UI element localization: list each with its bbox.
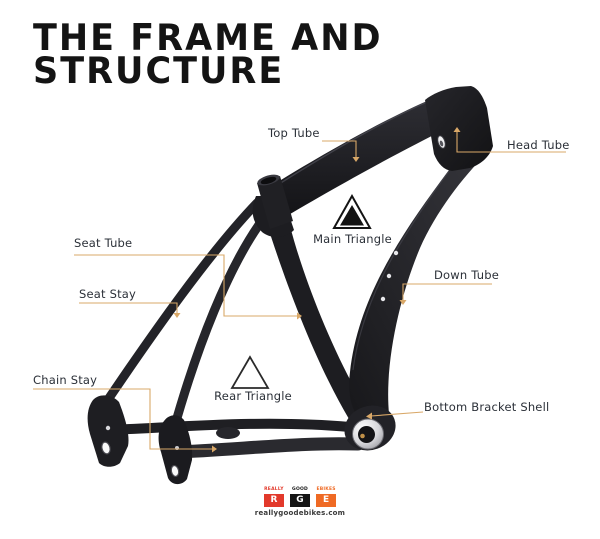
bottle-boss-3	[380, 296, 386, 302]
arrow-down-tube	[399, 300, 407, 305]
arrow-seat-stay	[173, 313, 181, 318]
arrow-top-tube	[352, 157, 360, 162]
bike-frame	[87, 86, 493, 485]
logo-box-e: E	[316, 494, 337, 507]
seat-post-bore	[260, 176, 277, 185]
logo-box-g: G	[290, 494, 310, 507]
seat-tube-shape	[267, 218, 367, 419]
cable-port-inner	[439, 140, 444, 147]
leader-seat-stay	[79, 302, 178, 313]
logo-boxes: R G E	[0, 494, 600, 507]
chain-stay-cable-bump	[216, 427, 240, 439]
leader-chain-stay	[33, 388, 212, 450]
top-tube-shape	[263, 98, 456, 223]
down-tube-highlight	[352, 170, 450, 371]
leader-head-tube	[456, 132, 566, 153]
seat-post-stub	[257, 176, 293, 229]
label-seat-stay: Seat Stay	[79, 287, 137, 301]
label-seat-tube: Seat Tube	[74, 236, 133, 250]
main-triangle-icon-fill	[340, 205, 364, 226]
leader-bottom-bracket	[370, 411, 424, 417]
seat-stay-near-tube	[168, 210, 271, 437]
label-main-triangle: Main Triangle	[313, 232, 392, 246]
chain-stay-near-tube	[168, 437, 365, 459]
bottom-bracket-bore	[358, 426, 375, 443]
head-tube-shape	[425, 86, 493, 171]
dropout-bolt-left	[105, 425, 111, 431]
dropout-hole-right	[170, 464, 180, 478]
leader-seat-tube	[74, 254, 297, 317]
logo-word-really: REALLY	[264, 487, 284, 492]
label-top-tube: Top Tube	[268, 126, 320, 140]
rear-dropout-right	[158, 415, 193, 485]
arrow-seat-tube	[297, 312, 302, 320]
label-down-tube: Down Tube	[434, 268, 499, 282]
label-head-tube: Head Tube	[507, 138, 570, 152]
logo-word-ebikes: EBIKES	[316, 487, 336, 492]
triangle-icons	[230, 193, 372, 389]
page-title-line1: THE FRAME AND	[33, 17, 383, 60]
label-rear-triangle: Rear Triangle	[214, 389, 292, 403]
brand-footer: REALLY GOOD EBIKES R G E reallygoodebike…	[0, 487, 600, 517]
leader-arrowheads	[173, 127, 461, 453]
arrow-chain-stay	[212, 445, 217, 453]
leader-lines	[33, 132, 566, 450]
arrow-bottom-bracket	[366, 412, 372, 420]
leader-top-tube	[322, 140, 357, 157]
bottom-bracket-glint	[360, 433, 365, 439]
arrow-head-tube	[453, 127, 461, 132]
website-url: reallygoodebikes.com	[254, 509, 346, 517]
bottle-boss-1	[393, 250, 399, 256]
label-chain-stay: Chain Stay	[33, 373, 98, 387]
rear-triangle-icon	[230, 355, 270, 389]
rear-dropout-left	[87, 395, 129, 467]
bottle-boss-2	[386, 273, 392, 279]
logo-words: REALLY GOOD EBIKES	[0, 487, 600, 493]
page-title-line2: STRUCTURE	[33, 50, 285, 93]
page-title: THE FRAME AND STRUCTURE	[33, 17, 383, 93]
leader-down-tube	[402, 283, 492, 300]
label-bottom-bracket-shell: Bottom Bracket Shell	[424, 400, 550, 414]
down-tube-shape	[349, 153, 487, 433]
seat-stay-far-tube	[98, 198, 262, 412]
chain-stay-far-tube	[102, 418, 355, 435]
logo-box-r: R	[263, 494, 284, 507]
dropout-hole-left	[101, 441, 111, 455]
logo-word-good: GOOD	[292, 487, 308, 492]
